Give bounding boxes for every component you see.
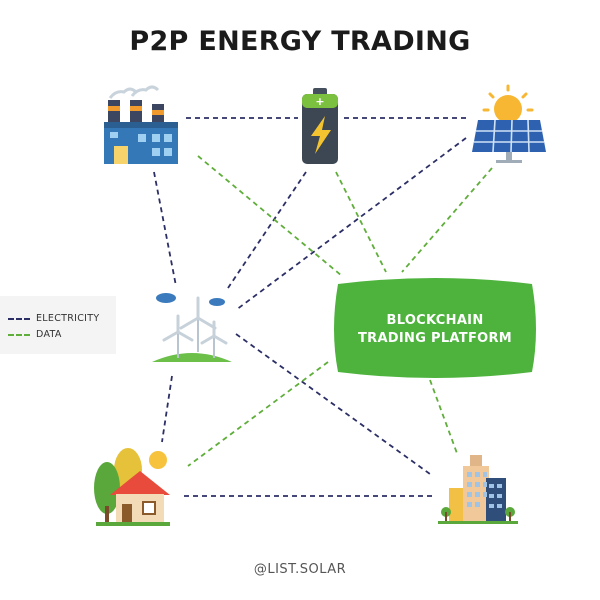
platform-label-line2: TRADING PLATFORM: [357, 331, 513, 346]
data-link-battery-platform: [335, 171, 387, 273]
svg-text:+: +: [315, 95, 324, 108]
wind-turbine-icon: [152, 293, 232, 362]
legend-data: DATA: [8, 329, 62, 340]
data-link-factory-platform: [197, 155, 343, 277]
legend-data-label: DATA: [36, 329, 62, 340]
electricity-link-factory-wind: [153, 171, 177, 287]
legend: ELECTRICITY DATA: [0, 296, 116, 354]
electricity-link-battery-wind: [227, 171, 307, 289]
blockchain-platform: BLOCKCHAIN TRADING PLATFORM: [335, 300, 535, 360]
blockchain-platform-shape: [334, 278, 536, 378]
electricity-link-wind-house: [161, 375, 173, 443]
electricity-link-wind-city: [235, 333, 431, 475]
data-dash-swatch: [8, 333, 30, 336]
connection-links: [153, 117, 493, 497]
electricity-dash-swatch: [8, 317, 30, 320]
data-link-solar-platform: [401, 167, 493, 273]
credit-text: @LIST.SOLAR: [253, 562, 347, 577]
legend-electricity: ELECTRICITY: [8, 313, 99, 324]
data-link-platform-city: [429, 379, 459, 457]
city-buildings-icon: [438, 455, 518, 524]
data-link-platform-house: [187, 361, 329, 467]
battery-icon: +: [302, 88, 338, 164]
diagram-title: P2P ENERGY TRADING: [129, 26, 471, 57]
electricity-link-solar-wind: [235, 137, 467, 311]
factory-icon: [104, 85, 178, 164]
house-icon: [94, 448, 170, 526]
legend-electricity-label: ELECTRICITY: [36, 313, 100, 324]
platform-label-line1: BLOCKCHAIN: [386, 313, 484, 328]
solar-panel-icon: [472, 84, 546, 163]
